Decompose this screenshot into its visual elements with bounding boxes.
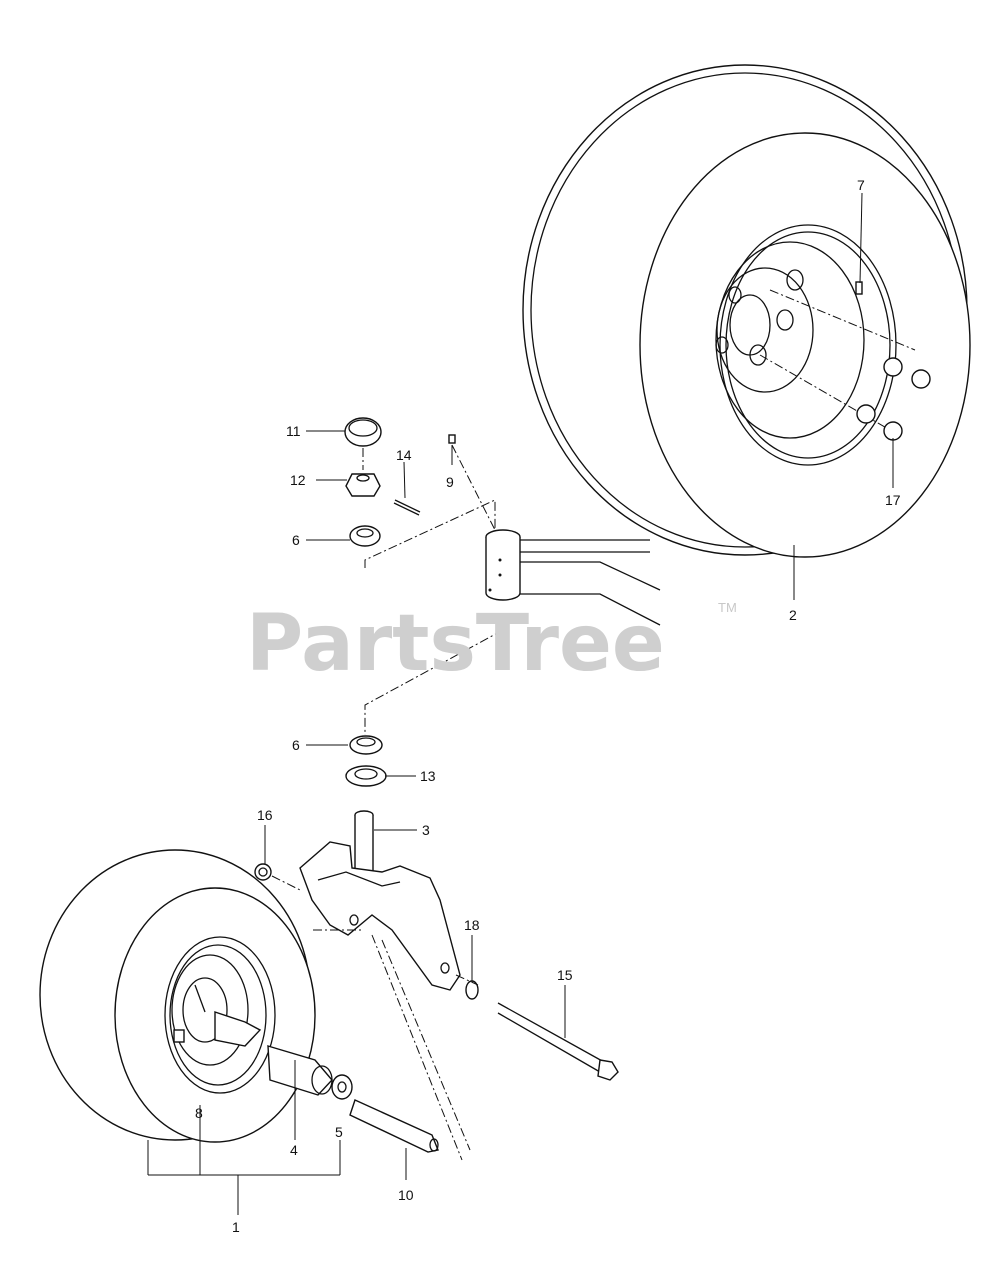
lower-caster-hardware bbox=[345, 629, 504, 873]
callout-18: 18 bbox=[464, 917, 480, 933]
callout-4: 4 bbox=[290, 1142, 298, 1158]
callout-labels: 1 2 3 4 5 6 6 7 8 9 10 11 12 13 14 15 16… bbox=[195, 177, 901, 1235]
caster-fork bbox=[299, 841, 461, 991]
callout-9: 9 bbox=[446, 474, 454, 490]
callout-17: 17 bbox=[885, 492, 901, 508]
callout-13: 13 bbox=[420, 768, 436, 784]
callout-16: 16 bbox=[257, 807, 273, 823]
upper-caster-hardware bbox=[344, 417, 496, 568]
caster-mount-frame bbox=[485, 529, 661, 626]
front-caster-wheel bbox=[39, 849, 316, 1143]
callout-5: 5 bbox=[335, 1124, 343, 1140]
callout-7: 7 bbox=[857, 177, 865, 193]
watermark-brand: PartsTree bbox=[246, 599, 665, 689]
leader-lines bbox=[147, 192, 894, 1215]
rear-wheel-tire bbox=[522, 64, 971, 558]
callout-12: 12 bbox=[290, 472, 306, 488]
callout-1: 1 bbox=[232, 1219, 240, 1235]
callout-10: 10 bbox=[398, 1187, 414, 1203]
callout-8: 8 bbox=[195, 1105, 203, 1121]
callout-15: 15 bbox=[557, 967, 573, 983]
axle-hardware bbox=[254, 863, 619, 1153]
callout-11: 11 bbox=[286, 423, 301, 439]
callout-6-lower: 6 bbox=[292, 737, 300, 753]
assembly-lines bbox=[271, 875, 479, 1161]
callout-6-upper: 6 bbox=[292, 532, 300, 548]
watermark-trademark: TM bbox=[718, 600, 737, 615]
callout-14: 14 bbox=[396, 447, 412, 463]
callout-2: 2 bbox=[789, 607, 797, 623]
callout-3: 3 bbox=[422, 822, 430, 838]
